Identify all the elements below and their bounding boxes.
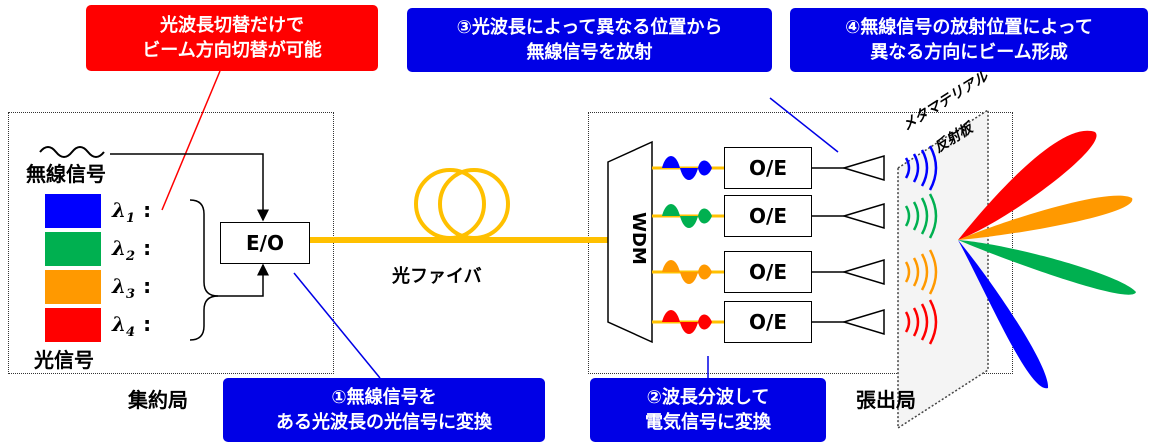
wdm-block — [607, 140, 653, 344]
eo-converter: E/O — [220, 222, 310, 264]
callout-radiate: ③光波長によって異なる位置から 無線信号を放射 — [407, 8, 772, 72]
callout-demux: ②波長分波して 電気信号に変換 — [590, 378, 826, 442]
callout-line: ②波長分波して — [646, 387, 770, 408]
wdm-channels — [652, 156, 724, 334]
callout-line: ある光波長の光信号に変換 — [276, 412, 492, 433]
oe-converter-3: O/E — [724, 251, 812, 293]
beams — [958, 130, 1136, 389]
oe-converter-4: O/E — [724, 301, 812, 343]
pointer-line-radiate — [769, 97, 839, 153]
callout-line: 異なる方向にビーム形成 — [870, 42, 1068, 63]
callout-convert: ①無線信号を ある光波長の光信号に変換 — [223, 378, 545, 442]
radio-signal-label: 無線信号 — [26, 162, 106, 186]
wavelength-label-1: λ1: — [112, 198, 152, 226]
callout-line: ③光波長によって異なる位置から — [456, 17, 723, 38]
oe-converter-1: O/E — [724, 147, 812, 189]
fiber-label: 光ファイバ — [392, 266, 482, 287]
wavelength-label-2: λ2: — [112, 236, 152, 264]
callout-line: 無線信号を放射 — [526, 42, 653, 63]
optical-bracket-lower — [189, 295, 219, 341]
wavelength-blocks — [45, 194, 101, 342]
wdm-label: WDM — [627, 212, 649, 265]
radio-arrow — [110, 153, 269, 222]
pointer-line-red — [161, 70, 221, 211]
metamaterial-reflector — [897, 108, 989, 430]
fiber-line — [310, 168, 610, 243]
optical-signal-label: 光信号 — [34, 348, 94, 372]
pointer-line-convert — [293, 272, 381, 379]
callout-line: ビーム方向切替が可能 — [142, 40, 322, 61]
remote-station-label: 張出局 — [856, 388, 916, 412]
callout-line: 電気信号に変換 — [645, 412, 771, 433]
wavelength-label-3: λ3: — [112, 274, 152, 302]
antenna-lines — [812, 154, 885, 336]
callout-beam-form: ④無線信号の放射位置によって 異なる方向にビーム形成 — [790, 8, 1148, 72]
callout-line: 光波長切替だけで — [160, 15, 304, 36]
emission-arcs — [904, 145, 938, 345]
central-station-label: 集約局 — [128, 388, 188, 412]
oe-converter-2: O/E — [724, 195, 812, 237]
callout-line: ④無線信号の放射位置によって — [845, 17, 1093, 38]
wavelength-label-4: λ4: — [112, 312, 152, 340]
callout-wavelength-switch: 光波長切替だけで ビーム方向切替が可能 — [86, 5, 378, 71]
callout-line: ①無線信号を — [331, 387, 437, 408]
radio-wave-icon — [39, 146, 105, 158]
